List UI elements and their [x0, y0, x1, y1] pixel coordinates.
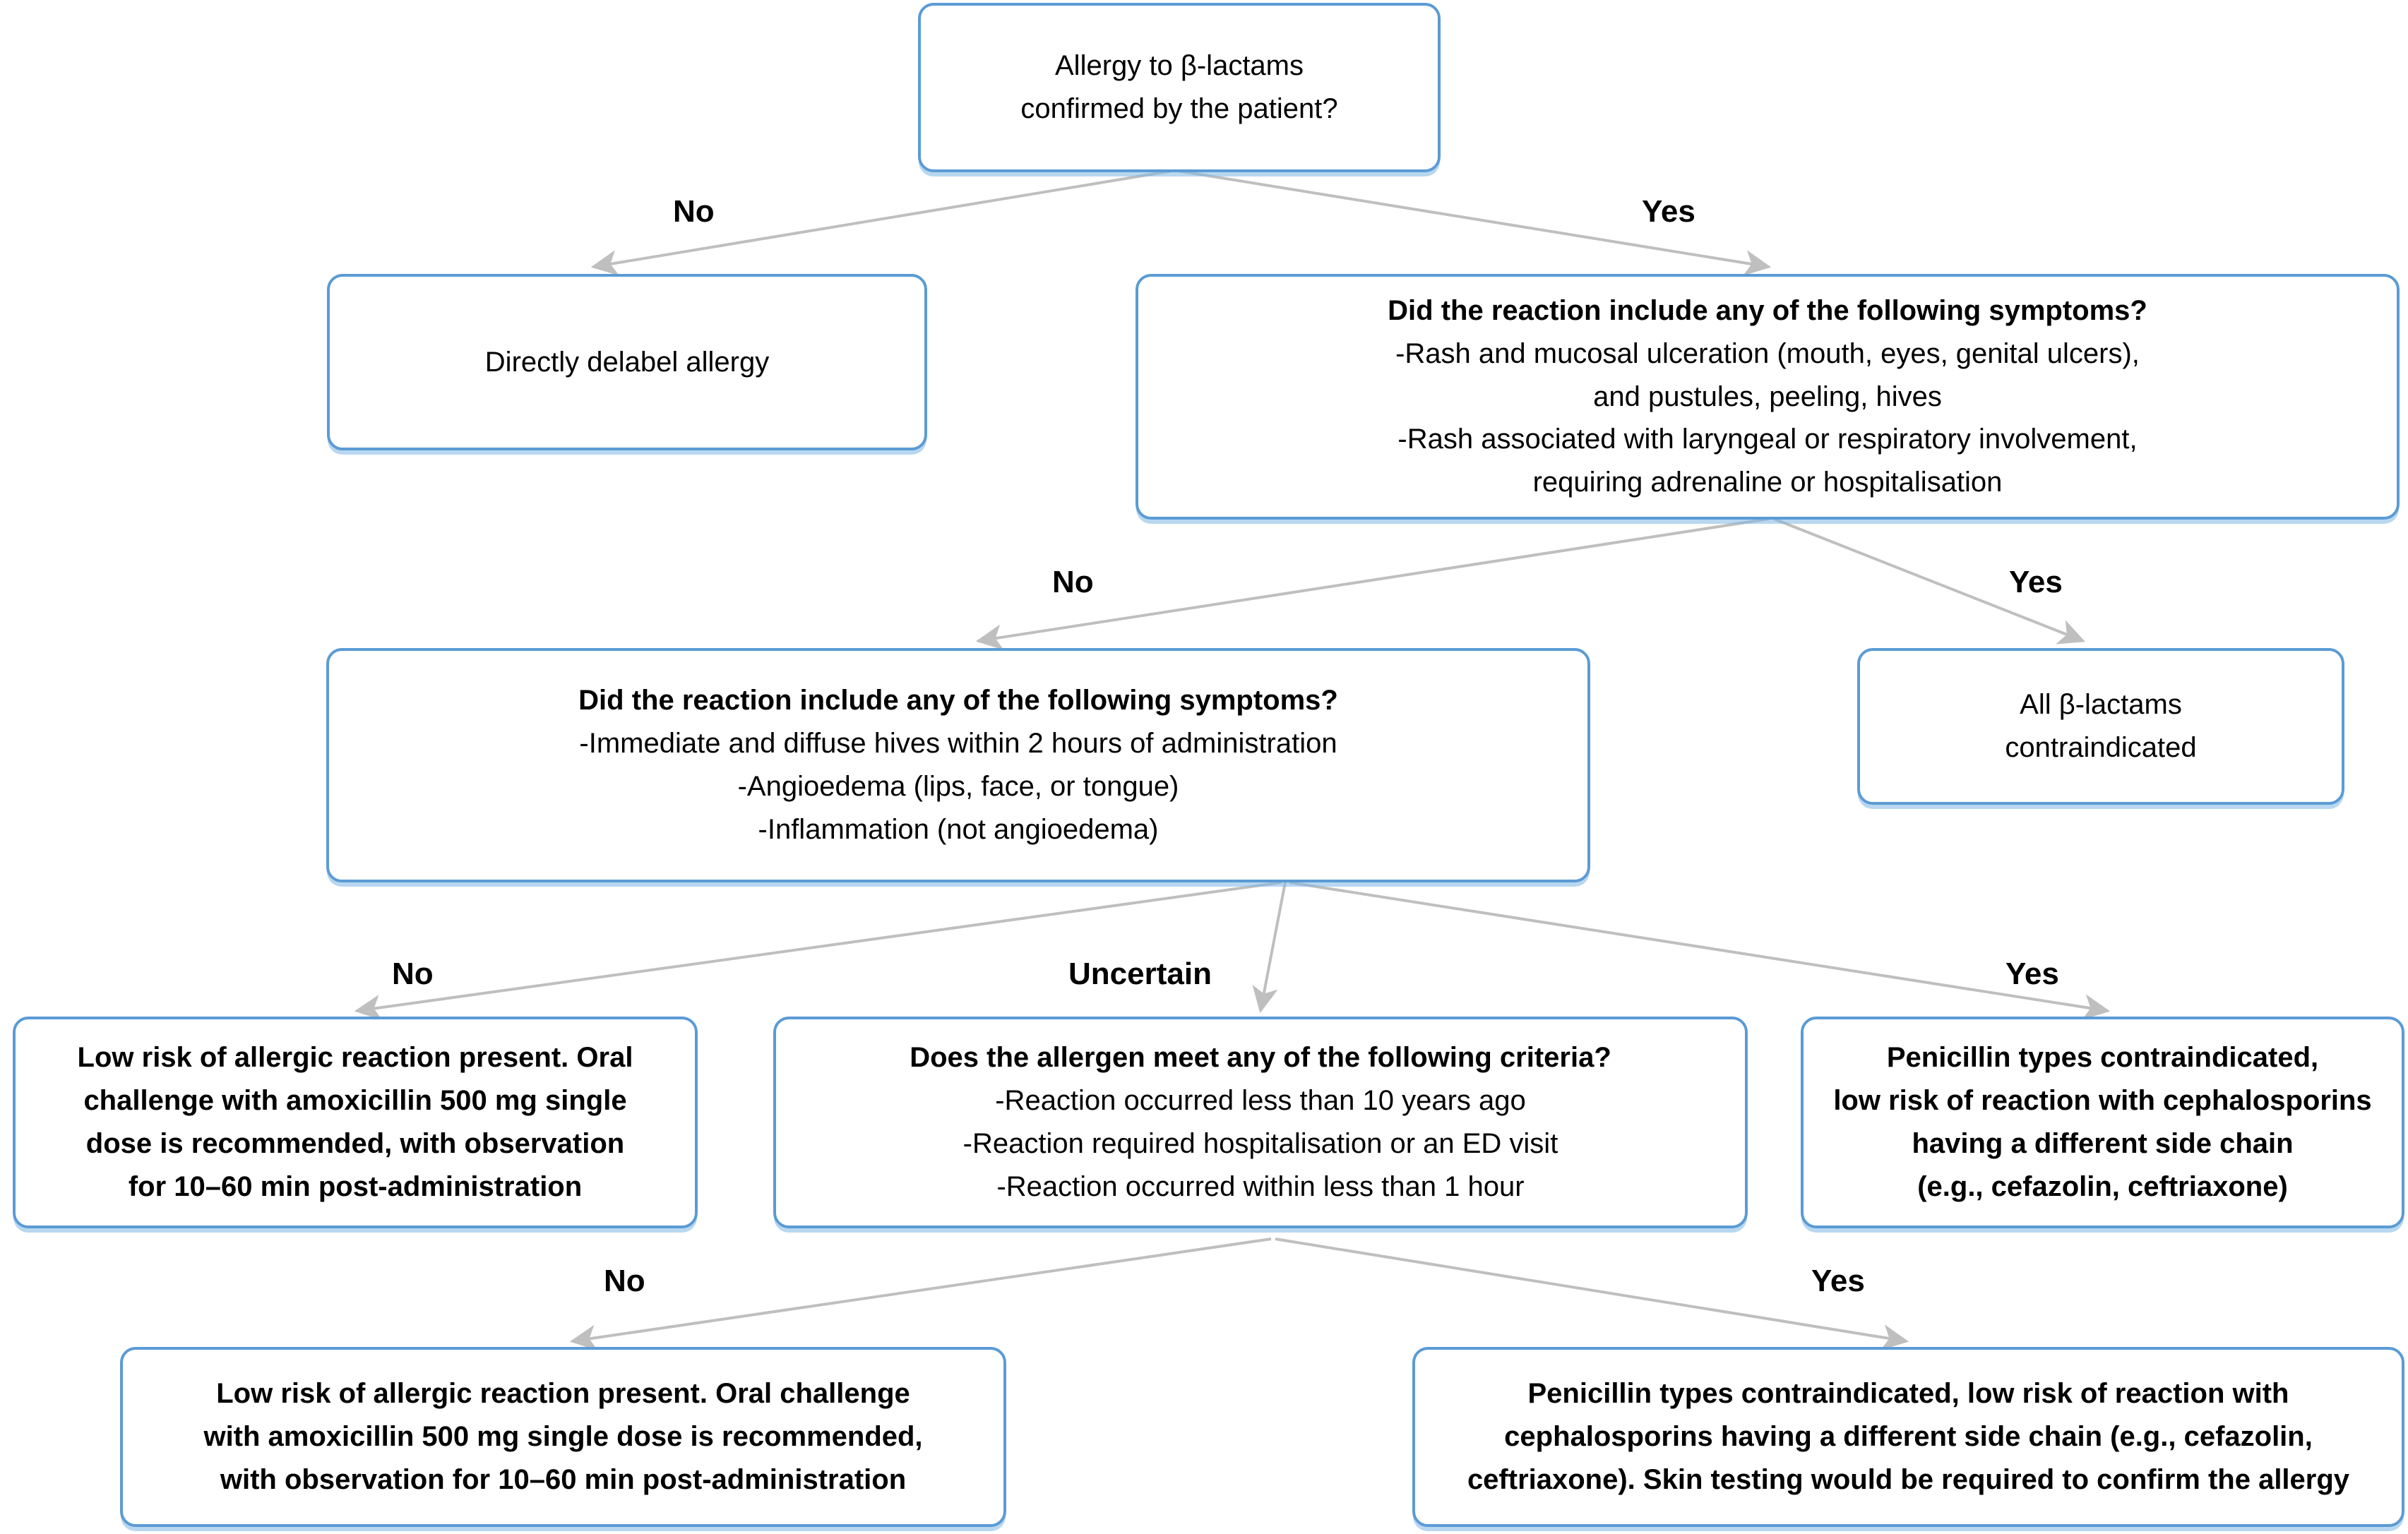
node-root-question[interactable]: Allergy to β-lactams confirmed by the pa…: [918, 3, 1441, 172]
node-pen-right-text: Penicillin types contraindicated, low ri…: [1812, 1036, 2393, 1208]
node-severe-line2: and pustules, peeling, hives: [1593, 380, 1942, 412]
node-pen-right-line3: having a different side chain: [1912, 1128, 2294, 1159]
node-immediate-symptoms-question[interactable]: Did the reaction include any of the foll…: [326, 648, 1590, 882]
node-low-risk-left-text: Low risk of allergic reaction present. O…: [27, 1036, 684, 1208]
node-severe-line1: -Rash and mucosal ulceration (mouth, eye…: [1395, 337, 2140, 369]
node-criteria-line3: -Reaction occurred within less than 1 ho…: [996, 1170, 1525, 1202]
node-all-contra-line2: contraindicated: [2005, 732, 2197, 763]
node-pen-right-line2: low risk of reaction with cephalosporins: [1833, 1085, 2372, 1117]
node-low-risk-left-line4: for 10–60 min post-administration: [128, 1170, 583, 1202]
node-low-risk-left-line3: dose is recommended, with observation: [85, 1128, 625, 1159]
node-low-risk-bottom-line3: with observation for 10–60 min post-admi…: [220, 1463, 907, 1495]
node-immediate-line1: -Immediate and diffuse hives within 2 ho…: [579, 728, 1337, 760]
node-severe-symptoms-question[interactable]: Did the reaction include any of the foll…: [1136, 274, 2400, 520]
edge-label-level2-no: No: [1052, 565, 1094, 599]
edge-immediate-yes: [1289, 881, 2111, 1020]
node-criteria-text: Does the allergen meet any of the follow…: [794, 1036, 1727, 1208]
node-criteria-heading: Does the allergen meet any of the follow…: [910, 1042, 1611, 1074]
node-root-text: Allergy to β-lactams confirmed by the pa…: [939, 44, 1419, 131]
edge-criteria-no: [569, 1238, 1272, 1351]
edge-label-level3-no: No: [392, 957, 434, 991]
node-immediate-line2: -Angioedema (lips, face, or tongue): [737, 771, 1179, 802]
edge-immediate-uncertain: [1252, 882, 1287, 1014]
node-immediate-heading: Did the reaction include any of the foll…: [578, 685, 1338, 717]
node-allergen-criteria-question[interactable]: Does the allergen meet any of the follow…: [773, 1017, 1748, 1228]
node-penicillin-contraindicated-right[interactable]: Penicillin types contraindicated, low ri…: [1801, 1017, 2404, 1228]
node-low-risk-bottom-text: Low risk of allergic reaction present. O…: [141, 1372, 985, 1501]
node-low-risk-oral-challenge-left[interactable]: Low risk of allergic reaction present. O…: [13, 1017, 698, 1228]
edge-severe-no: [975, 517, 1770, 650]
node-criteria-line2: -Reaction required hospitalisation or an…: [962, 1128, 1558, 1159]
node-low-risk-left-line2: challenge with amoxicillin 500 mg single: [83, 1085, 627, 1117]
edge-label-level3-yes: Yes: [2005, 957, 2059, 991]
node-root-line1: Allergy to β-lactams: [1055, 50, 1304, 82]
node-low-risk-bottom-line1: Low risk of allergic reaction present. O…: [216, 1378, 910, 1410]
node-severe-line3: -Rash associated with laryngeal or respi…: [1397, 424, 2138, 455]
edge-label-level2-yes: Yes: [2009, 565, 2063, 599]
edge-label-level1-no: No: [673, 194, 715, 229]
node-delabel-text: Directly delabel allergy: [348, 341, 906, 384]
edge-label-level4-yes: Yes: [1811, 1264, 1865, 1298]
node-immediate-text: Did the reaction include any of the foll…: [347, 679, 1569, 851]
node-pen-bottom-line1: Penicillin types contraindicated, low ri…: [1527, 1378, 2289, 1410]
node-all-betalactams-contraindicated[interactable]: All β-lactams contraindicated: [1857, 648, 2344, 805]
node-low-risk-oral-challenge-bottom[interactable]: Low risk of allergic reaction present. O…: [120, 1347, 1006, 1527]
node-low-risk-left-line1: Low risk of allergic reaction present. O…: [77, 1042, 633, 1074]
node-low-risk-bottom-line2: with amoxicillin 500 mg single dose is r…: [203, 1421, 923, 1453]
edge-label-level1-yes: Yes: [1642, 194, 1695, 229]
node-pen-bottom-line3: ceftriaxone). Skin testing would be requ…: [1467, 1463, 2350, 1495]
node-delabel-line1: Directly delabel allergy: [484, 346, 770, 378]
node-root-line2: confirmed by the patient?: [1020, 93, 1338, 124]
node-penicillin-contraindicated-bottom[interactable]: Penicillin types contraindicated, low ri…: [1412, 1347, 2404, 1527]
node-severe-text: Did the reaction include any of the foll…: [1157, 289, 2378, 504]
edge-label-level4-no: No: [604, 1264, 645, 1298]
node-immediate-line3: -Inflammation (not angioedema): [758, 813, 1159, 845]
node-severe-heading: Did the reaction include any of the foll…: [1388, 295, 2147, 326]
node-severe-line4: requiring adrenaline or hospitalisation: [1532, 467, 2003, 498]
node-pen-right-line4: (e.g., cefazolin, ceftriaxone): [1917, 1170, 2288, 1202]
edge-label-level3-uncertain: Uncertain: [1068, 957, 1212, 991]
node-directly-delabel-allergy[interactable]: Directly delabel allergy: [327, 274, 927, 450]
node-all-contra-line1: All β-lactams: [2020, 689, 2182, 721]
node-pen-right-line1: Penicillin types contraindicated,: [1886, 1042, 2319, 1074]
node-pen-bottom-text: Penicillin types contraindicated, low ri…: [1425, 1372, 2392, 1501]
node-all-contra-text: All β-lactams contraindicated: [1878, 683, 2323, 769]
node-pen-bottom-line2: cephalosporins having a different side c…: [1504, 1421, 2313, 1453]
node-criteria-line1: -Reaction occurred less than 10 years ag…: [995, 1085, 1526, 1117]
